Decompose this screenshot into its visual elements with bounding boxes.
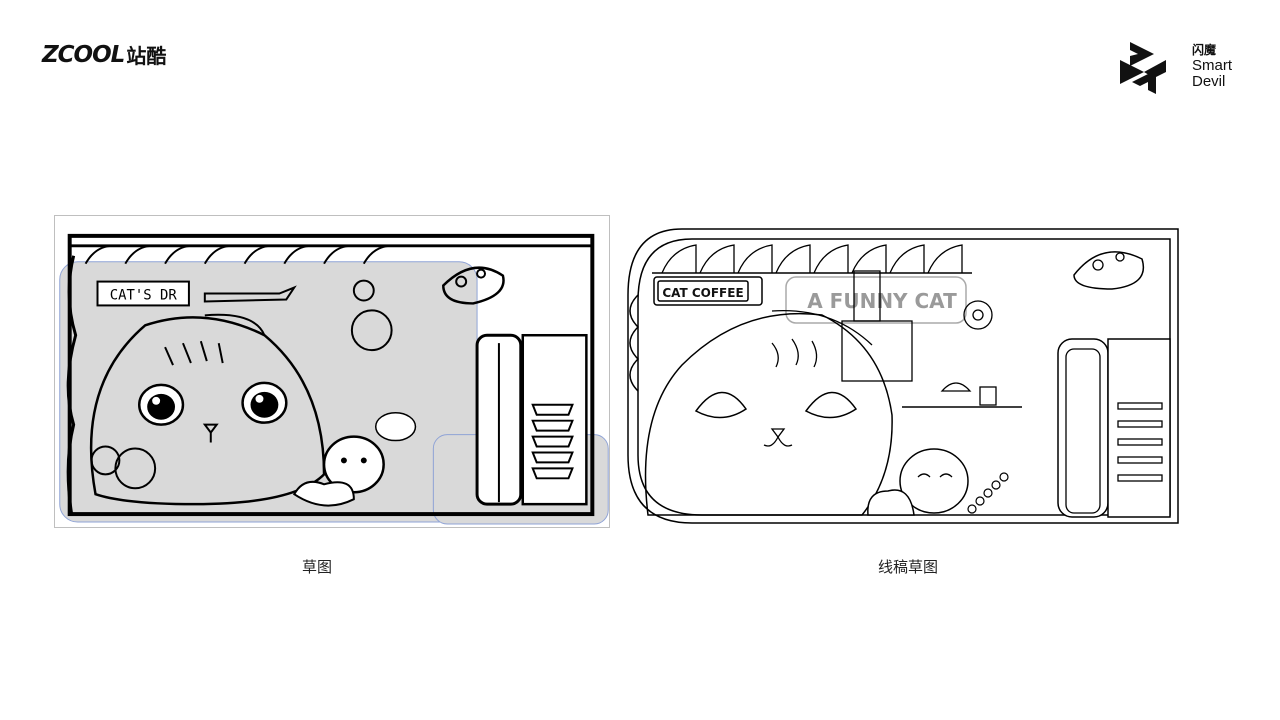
sketch-panel: CAT'S DR: [54, 215, 610, 528]
brand-en-text-1: Smart: [1192, 57, 1233, 74]
smart-devil-wordmark: 闪魔 Smart Devil: [1192, 42, 1232, 90]
line-sign-text: CAT COFFEE: [662, 286, 743, 300]
brand-cn-text: 闪魔: [1192, 43, 1217, 57]
smart-devil-mark-icon: [1120, 42, 1166, 94]
smart-devil-logo: 闪魔 Smart Devil: [1118, 42, 1232, 94]
line-art-caption: 线稿草图: [877, 558, 939, 576]
sketch-caption: 草图: [301, 558, 333, 576]
sketch-illustration: CAT'S DR: [59, 233, 609, 525]
zcool-logo: ZCOOL 站酷: [42, 40, 166, 69]
zcool-logo-latin: ZCOOL: [42, 41, 125, 68]
line-art-illustration: CAT COFFEE A FUNNY CAT: [627, 228, 1179, 524]
zcool-logo-cjk: 站酷: [126, 44, 167, 68]
sketch-sign-text: CAT'S DR: [110, 287, 178, 303]
brand-en-text-2: Devil: [1192, 73, 1226, 90]
line-window-text: A FUNNY CAT: [807, 289, 957, 313]
line-art-panel: CAT COFFEE A FUNNY CAT: [622, 215, 1184, 528]
